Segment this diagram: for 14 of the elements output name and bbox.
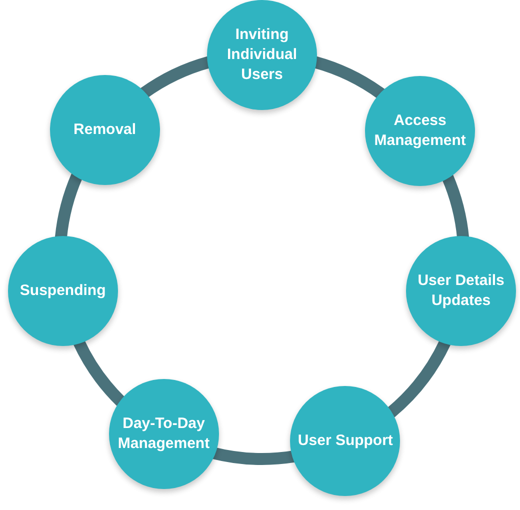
- ring-connector: [73, 338, 126, 406]
- ring-connector: [442, 174, 470, 239]
- step-label: User Details Updates: [416, 271, 506, 312]
- step-label: Day-To-Day Management: [116, 414, 211, 454]
- ring-connector: [212, 447, 296, 465]
- step-label: Inviting Individual Users: [226, 25, 298, 85]
- ring-connector: [140, 56, 211, 98]
- ring-connector: [313, 56, 385, 100]
- step-label: Access Management: [373, 111, 467, 152]
- step-label: User Support: [298, 430, 393, 451]
- step-label: Removal: [74, 120, 136, 140]
- ring-connector: [55, 174, 83, 238]
- ring-connector: [386, 339, 450, 418]
- step-label: Suspending: [20, 280, 106, 301]
